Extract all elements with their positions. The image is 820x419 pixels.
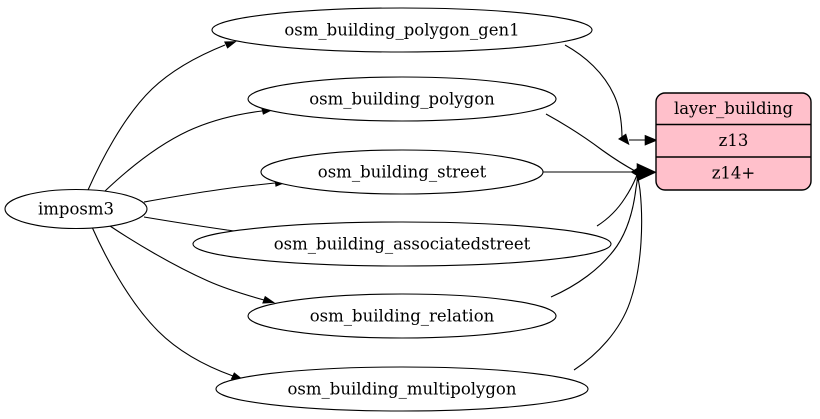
edge-group-tables-to-layer	[543, 44, 658, 371]
node-osm_building_relation-label: osm_building_relation	[310, 307, 495, 326]
node-osm_building_multipolygon-label: osm_building_multipolygon	[288, 380, 517, 399]
node-osm_building_street[interactable]: osm_building_street	[260, 149, 544, 195]
edge-imposm3-to-osm_building_polygon_gen1	[87, 41, 237, 191]
edge-osm_building_associatedstreet-to-layer_building-z14plus	[596, 174, 638, 227]
edge-imposm3-to-osm_building_relation	[109, 225, 276, 304]
node-osm_building_polygon[interactable]: osm_building_polygon	[247, 76, 557, 122]
edge-osm_building_polygon-to-layer_building-z14plus	[545, 113, 640, 174]
node-imposm3[interactable]: imposm3	[4, 188, 148, 230]
node-osm_building_associatedstreet-label: osm_building_associatedstreet	[274, 235, 531, 254]
edge-osm_building_polygon_gen1-to-layer_building-z13	[564, 44, 658, 146]
node-osm_building_polygon_gen1-label: osm_building_polygon_gen1	[284, 21, 519, 40]
node-osm_building_relation[interactable]: osm_building_relation	[247, 293, 557, 339]
node-osm_building_polygon_gen1[interactable]: osm_building_polygon_gen1	[211, 7, 593, 53]
edge-imposm3-to-osm_building_polygon	[103, 107, 274, 193]
node-osm_building_associatedstreet[interactable]: osm_building_associatedstreet	[192, 221, 612, 267]
node-osm_building_multipolygon[interactable]: osm_building_multipolygon	[215, 366, 589, 412]
node-osm_building_polygon-label: osm_building_polygon	[309, 90, 495, 109]
edge-imposm3-to-osm_building_street	[143, 179, 288, 203]
edge-osm_building_multipolygon-to-layer_building-z14plus	[573, 166, 649, 371]
node-layer_building[interactable]: layer_building z13 z14+	[655, 92, 812, 191]
node-imposm3-label: imposm3	[38, 200, 114, 219]
layer_building-title-label: layer_building	[674, 99, 794, 118]
layer_building-z14plus-label: z14+	[712, 164, 756, 183]
layer_building-z13-label: z13	[719, 131, 749, 150]
arrowhead-z14plus-converged	[636, 163, 657, 182]
node-osm_building_street-label: osm_building_street	[318, 163, 487, 182]
